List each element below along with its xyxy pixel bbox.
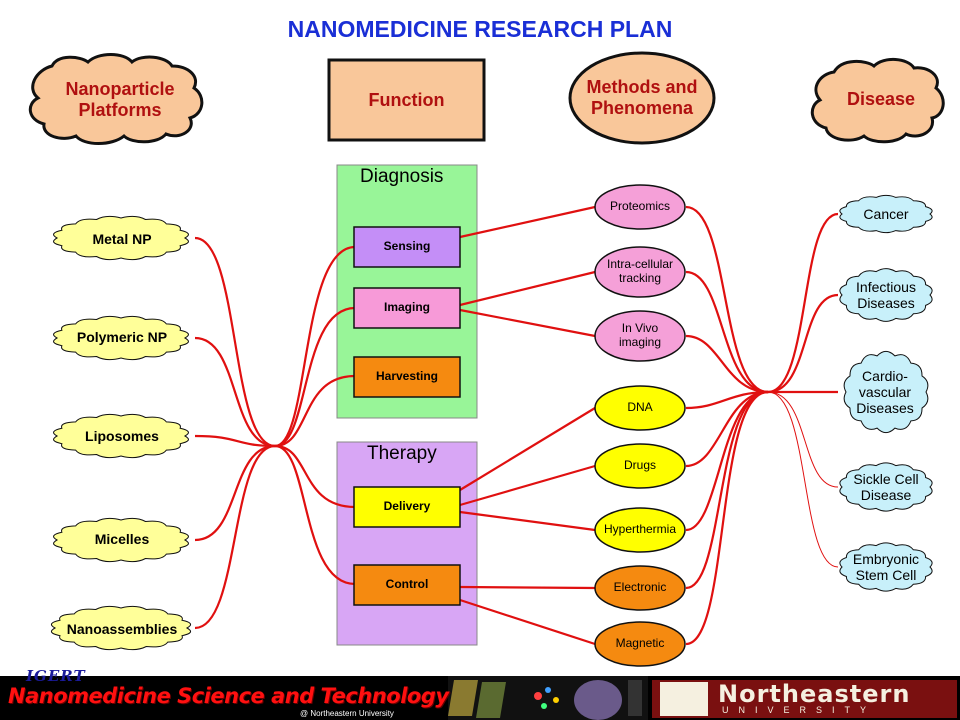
link-sensing-proteomics: [459, 205, 596, 239]
thin-connector-lines: [767, 391, 839, 568]
link-metal-np: [194, 236, 276, 448]
link-liposomes: [194, 434, 276, 448]
disease-label-embryonic: Embryonic Stem Cell: [852, 550, 920, 583]
diagnosis-label: Diagnosis: [360, 166, 444, 187]
platform-label-metal-np: Metal NP: [92, 230, 152, 247]
link-delivery-dna: [459, 407, 596, 491]
method-label-tracking: Intra-cellular tracking: [606, 257, 674, 285]
link-delivery-hyperthermia: [459, 510, 596, 532]
disease-cloud-4[interactable]: [839, 462, 933, 512]
platform-label-micelles: Micelles: [94, 530, 150, 547]
function-label-control: Control: [385, 577, 429, 592]
link-invivo-hub: [685, 334, 769, 394]
disease-header-label: Disease: [846, 88, 916, 109]
link-dna-hub: [685, 390, 769, 410]
function-label-sensing: Sensing: [383, 239, 431, 254]
platform-clouds: [50, 215, 192, 651]
disease-cloud-5[interactable]: [839, 542, 933, 592]
link-nanoassemblies: [194, 444, 276, 630]
link-magnetic-hub: [685, 390, 769, 646]
link-tracking-hub: [685, 270, 769, 394]
electronic-ellipse[interactable]: [594, 565, 686, 611]
disease-label-cardio: Cardio- vascular Diseases: [856, 367, 914, 417]
platform-label-polymeric-np: Polymeric NP: [76, 328, 168, 345]
link-proteomics-hub: [685, 205, 769, 394]
connector-lines: [194, 205, 839, 646]
method-label-proteomics: Proteomics: [609, 199, 671, 214]
drugs-ellipse[interactable]: [594, 443, 686, 489]
link-hub-harvesting: [274, 374, 356, 448]
link-control-magnetic: [459, 598, 596, 646]
link-hub-delivery: [274, 444, 356, 509]
method-label-dna: DNA: [627, 400, 653, 415]
platform-label-nanoassemblies: Nanoassemblies: [66, 620, 178, 637]
function-header-box: [327, 58, 486, 142]
disease-cloud-1[interactable]: [839, 194, 933, 234]
hyperthermia-ellipse[interactable]: [594, 507, 686, 553]
platforms-header-cloud: [28, 53, 204, 145]
disease-label-sickle: Sickle Cell Disease: [853, 470, 919, 503]
disease-label-infectious: Infectious Diseases: [856, 278, 916, 311]
therapy-section: [336, 441, 478, 646]
therapy-label: Therapy: [367, 443, 437, 464]
platform-cloud-3[interactable]: [53, 413, 189, 459]
imaging-box[interactable]: [353, 287, 461, 329]
link-hub-infectious: [767, 293, 839, 394]
northeastern-seal-icon: [660, 682, 708, 716]
disease-clouds: [839, 194, 933, 592]
function-label-imaging: Imaging: [383, 300, 430, 315]
program-name: Nanomedicine Science and Technology: [8, 684, 449, 708]
function-label-harvesting: Harvesting: [375, 369, 439, 384]
invivo-ellipse[interactable]: [594, 310, 686, 362]
methods-header-label: Methods and Phenomena: [586, 77, 698, 118]
link-micelles: [194, 444, 276, 542]
link-imaging-invivo: [459, 308, 596, 338]
link-imaging-tracking: [459, 270, 596, 307]
disease-label-cancer: Cancer: [863, 205, 909, 222]
magnetic-ellipse[interactable]: [594, 621, 686, 667]
disease-cloud-3[interactable]: [843, 350, 929, 434]
function-header-label: Function: [368, 89, 445, 110]
method-label-invivo: In Vivo imaging: [618, 321, 662, 349]
footer-graphic: [448, 676, 648, 720]
link-control-electronic: [459, 585, 596, 590]
link-hub-imaging: [274, 306, 356, 448]
platform-cloud-1[interactable]: [53, 215, 189, 261]
platform-cloud-5[interactable]: [50, 605, 192, 651]
link-hub-sickle: [767, 391, 839, 488]
igert-logo-text: IGERT: [26, 667, 86, 685]
sensing-box[interactable]: [353, 226, 461, 268]
link-drugs-hub: [685, 390, 769, 468]
disease-header-cloud: [810, 58, 945, 144]
link-hub-cancer: [767, 212, 839, 394]
tracking-ellipse[interactable]: [594, 246, 686, 298]
platform-cloud-4[interactable]: [53, 517, 189, 563]
function-label-delivery: Delivery: [383, 499, 431, 514]
method-label-magnetic: Magnetic: [615, 636, 665, 651]
link-polymeric-np: [194, 336, 276, 448]
method-label-drugs: Drugs: [623, 458, 656, 473]
link-hub-embryonic: [767, 391, 839, 568]
delivery-box[interactable]: [353, 486, 461, 528]
harvesting-box[interactable]: [353, 356, 461, 398]
link-electronic-hub: [685, 390, 769, 590]
dna-ellipse[interactable]: [594, 385, 686, 431]
disease-cloud-2[interactable]: [839, 268, 933, 322]
university-subtitle: UNIVERSITY: [722, 705, 877, 715]
university-name: Northeastern: [718, 680, 911, 708]
program-subtitle: @ Northeastern University: [300, 709, 394, 718]
method-label-hyperthermia: Hyperthermia: [603, 522, 677, 537]
link-hub-sensing: [274, 245, 356, 448]
proteomics-ellipse[interactable]: [594, 184, 686, 230]
method-label-electronic: Electronic: [613, 580, 667, 595]
page-title: NANOMEDICINE RESEARCH PLAN: [287, 16, 673, 42]
link-hub-control: [274, 444, 356, 586]
platforms-header-label: Nanoparticle Platforms: [65, 79, 175, 120]
control-box[interactable]: [353, 564, 461, 606]
methods-header-ellipse: [568, 51, 716, 145]
link-delivery-drugs: [459, 464, 596, 507]
platform-label-liposomes: Liposomes: [85, 427, 159, 444]
platform-cloud-2[interactable]: [53, 315, 189, 361]
